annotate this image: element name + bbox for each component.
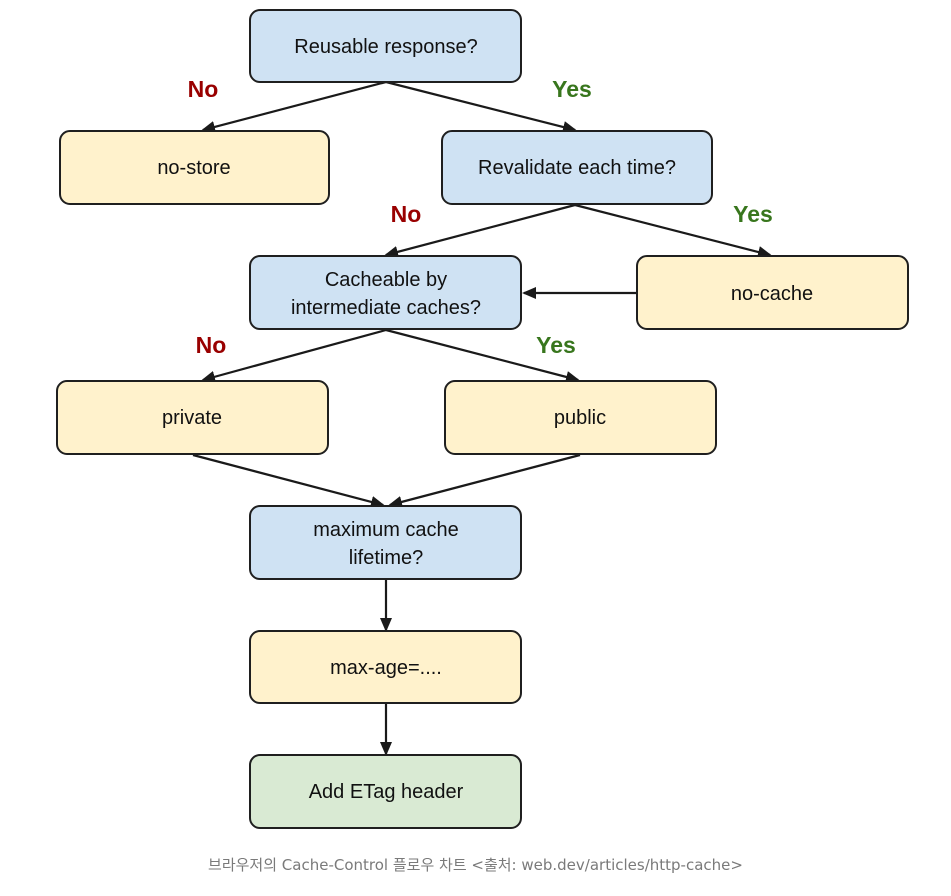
node-public-label: public bbox=[554, 407, 606, 429]
node-no-store: no-store bbox=[59, 130, 330, 205]
node-no-cache: no-cache bbox=[636, 255, 909, 330]
cache-control-flowchart: No Yes No Yes No Yes Reusable response? … bbox=[56, 9, 909, 829]
node-add-etag-header: Add ETag header bbox=[249, 754, 522, 829]
node-public: public bbox=[444, 380, 717, 455]
node-cacheable-label-line-1: Cacheable by bbox=[325, 269, 447, 291]
node-no-cache-label: no-cache bbox=[731, 283, 813, 305]
node-private: private bbox=[56, 380, 329, 455]
edge-label-revalidate-yes: Yes bbox=[733, 201, 773, 227]
node-revalidate-each-time: Revalidate each time? bbox=[441, 130, 713, 205]
edge-revalidate-to-no-cache bbox=[574, 203, 772, 258]
node-max-age: max-age=.... bbox=[249, 630, 522, 704]
node-revalidate-label: Revalidate each time? bbox=[478, 157, 676, 179]
node-max-age-label: max-age=.... bbox=[330, 657, 442, 679]
edge-revalidate-to-cacheable bbox=[384, 203, 576, 258]
figure-caption: 브라우저의 Cache-Control 플로우 차트 <출처: web.dev/… bbox=[208, 856, 743, 874]
edge-label-revalidate-no: No bbox=[391, 201, 422, 227]
node-no-store-label: no-store bbox=[157, 157, 230, 179]
node-lifetime-label-line-2: lifetime? bbox=[349, 547, 423, 569]
node-cacheable-intermediate: Cacheable by intermediate caches? bbox=[249, 255, 522, 330]
node-private-label: private bbox=[162, 407, 222, 429]
node-maximum-cache-lifetime: maximum cache lifetime? bbox=[249, 505, 522, 580]
edge-public-to-lifetime bbox=[388, 453, 581, 508]
edge-label-cacheable-no: No bbox=[196, 332, 227, 358]
edge-label-cacheable-yes: Yes bbox=[536, 332, 576, 358]
edge-reusable-to-no-store bbox=[201, 80, 387, 133]
edge-reusable-to-revalidate bbox=[385, 80, 577, 133]
node-etag-label: Add ETag header bbox=[309, 781, 464, 803]
edge-label-reusable-no: No bbox=[188, 76, 219, 102]
node-reusable-response: Reusable response? bbox=[249, 9, 522, 83]
edge-cacheable-to-public bbox=[385, 328, 580, 383]
edge-private-to-lifetime bbox=[192, 453, 385, 508]
edge-cacheable-to-private bbox=[201, 328, 387, 383]
node-lifetime-label-line-1: maximum cache bbox=[313, 519, 459, 541]
node-cacheable-label-line-2: intermediate caches? bbox=[291, 297, 481, 319]
node-reusable-response-label: Reusable response? bbox=[294, 36, 477, 58]
edge-label-reusable-yes: Yes bbox=[552, 76, 592, 102]
